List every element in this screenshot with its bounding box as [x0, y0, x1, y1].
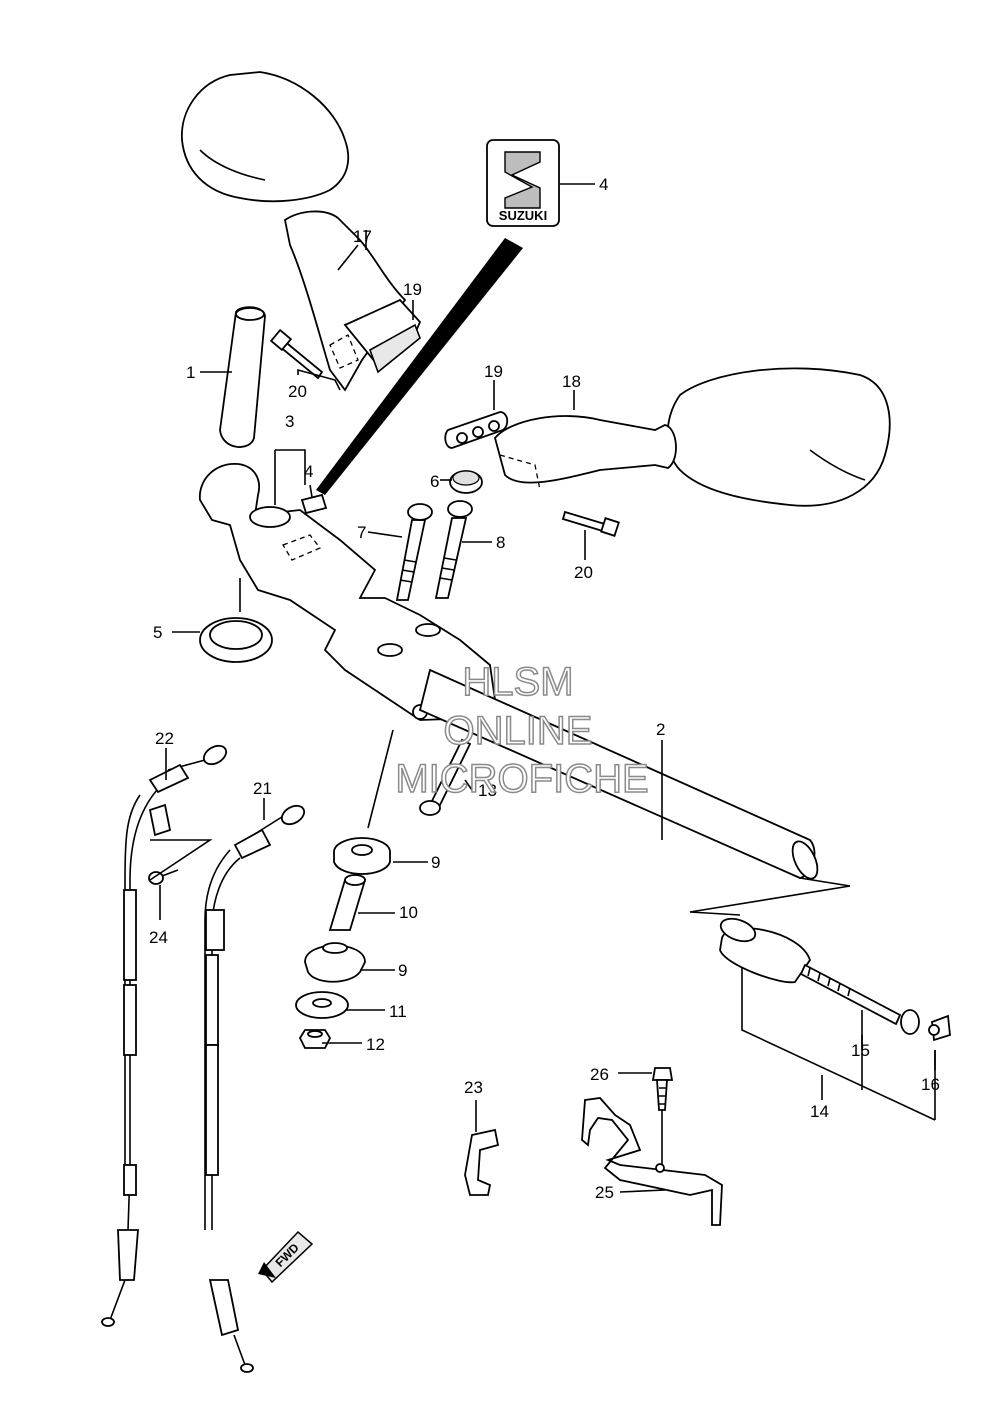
clamp-bolt[interactable] [419, 738, 472, 816]
washer[interactable] [295, 991, 349, 1019]
callout-9-upper: 9 [431, 853, 440, 872]
callout-22: 22 [155, 729, 174, 748]
left-mirror[interactable] [181, 71, 422, 392]
nut[interactable] [298, 1029, 332, 1049]
cap[interactable] [449, 470, 483, 494]
callout-14: 14 [810, 1102, 829, 1121]
callout-12: 12 [366, 1035, 385, 1054]
callout-21: 21 [253, 779, 272, 798]
callout-25: 25 [595, 1183, 614, 1202]
damper-upper[interactable] [333, 837, 391, 875]
grip[interactable] [219, 306, 266, 448]
cable-bracket[interactable] [581, 1097, 723, 1226]
suzuki-logo-text: SUZUKI [499, 208, 547, 223]
callout-20-right: 20 [574, 563, 593, 582]
callout-5: 5 [153, 623, 162, 642]
holder-bolt-7[interactable] [395, 503, 433, 601]
callout-10: 10 [399, 903, 418, 922]
callout-11: 11 [389, 1002, 407, 1021]
right-mirror[interactable] [494, 367, 891, 507]
handlebar-holder[interactable] [199, 463, 496, 721]
suzuki-emblem[interactable]: SUZUKI [486, 139, 560, 227]
mirror-bolt-right[interactable] [561, 510, 620, 537]
cable-screw[interactable] [148, 869, 179, 885]
callout-8: 8 [496, 533, 505, 552]
balancer-weight[interactable] [718, 914, 811, 984]
throttle-cable-return[interactable] [204, 802, 307, 1373]
spacer-sleeve[interactable] [328, 874, 367, 931]
callout-4: 4 [304, 462, 313, 481]
callout-13: 13 [478, 781, 497, 800]
callout-3: 3 [285, 412, 294, 431]
callout-2: 2 [656, 720, 665, 739]
balancer-screw[interactable] [799, 963, 920, 1035]
callout-19-right: 19 [484, 362, 503, 381]
mirror-spacer-right[interactable] [444, 411, 509, 449]
callout-9-lower: 9 [398, 961, 407, 980]
callout-16: 16 [921, 1075, 940, 1094]
balancer-cap[interactable] [928, 1014, 951, 1042]
callout-7: 7 [357, 523, 366, 542]
fwd-arrow-icon: FWD [258, 1230, 314, 1284]
callout-17: 17 [353, 227, 372, 246]
callout-15: 15 [851, 1041, 870, 1060]
rubber-ring[interactable] [199, 617, 273, 663]
callout-1: 1 [186, 363, 195, 382]
callout-24: 24 [149, 928, 168, 947]
callout-20-left: 20 [288, 382, 307, 401]
callout-6: 6 [430, 472, 439, 491]
callout-26: 26 [590, 1065, 609, 1084]
watermark-line-1: HLSM [462, 660, 573, 704]
leader-lines [149, 183, 936, 1193]
watermark-line-3: MICROFICHE [395, 757, 648, 801]
watermark: HLSM ONLINE MICROFICHE [395, 659, 650, 802]
throttle-cable-pull[interactable] [101, 742, 229, 1327]
callout-19-left: 19 [403, 280, 422, 299]
cable-clamp[interactable] [464, 1128, 500, 1196]
bracket-bolt[interactable] [651, 1067, 674, 1165]
watermark-line-2: ONLINE [444, 709, 593, 753]
damper-lower[interactable] [304, 942, 366, 983]
holder-bolt-8[interactable] [434, 500, 473, 599]
callout-23: 23 [464, 1078, 483, 1097]
callout-labels: 1 2 3 4 4 5 6 7 8 9 9 10 11 12 13 14 15 … [149, 175, 940, 1202]
callout-4-emblem: 4 [599, 175, 608, 194]
callout-18: 18 [562, 372, 581, 391]
mirror-bolt-left[interactable] [269, 328, 324, 380]
